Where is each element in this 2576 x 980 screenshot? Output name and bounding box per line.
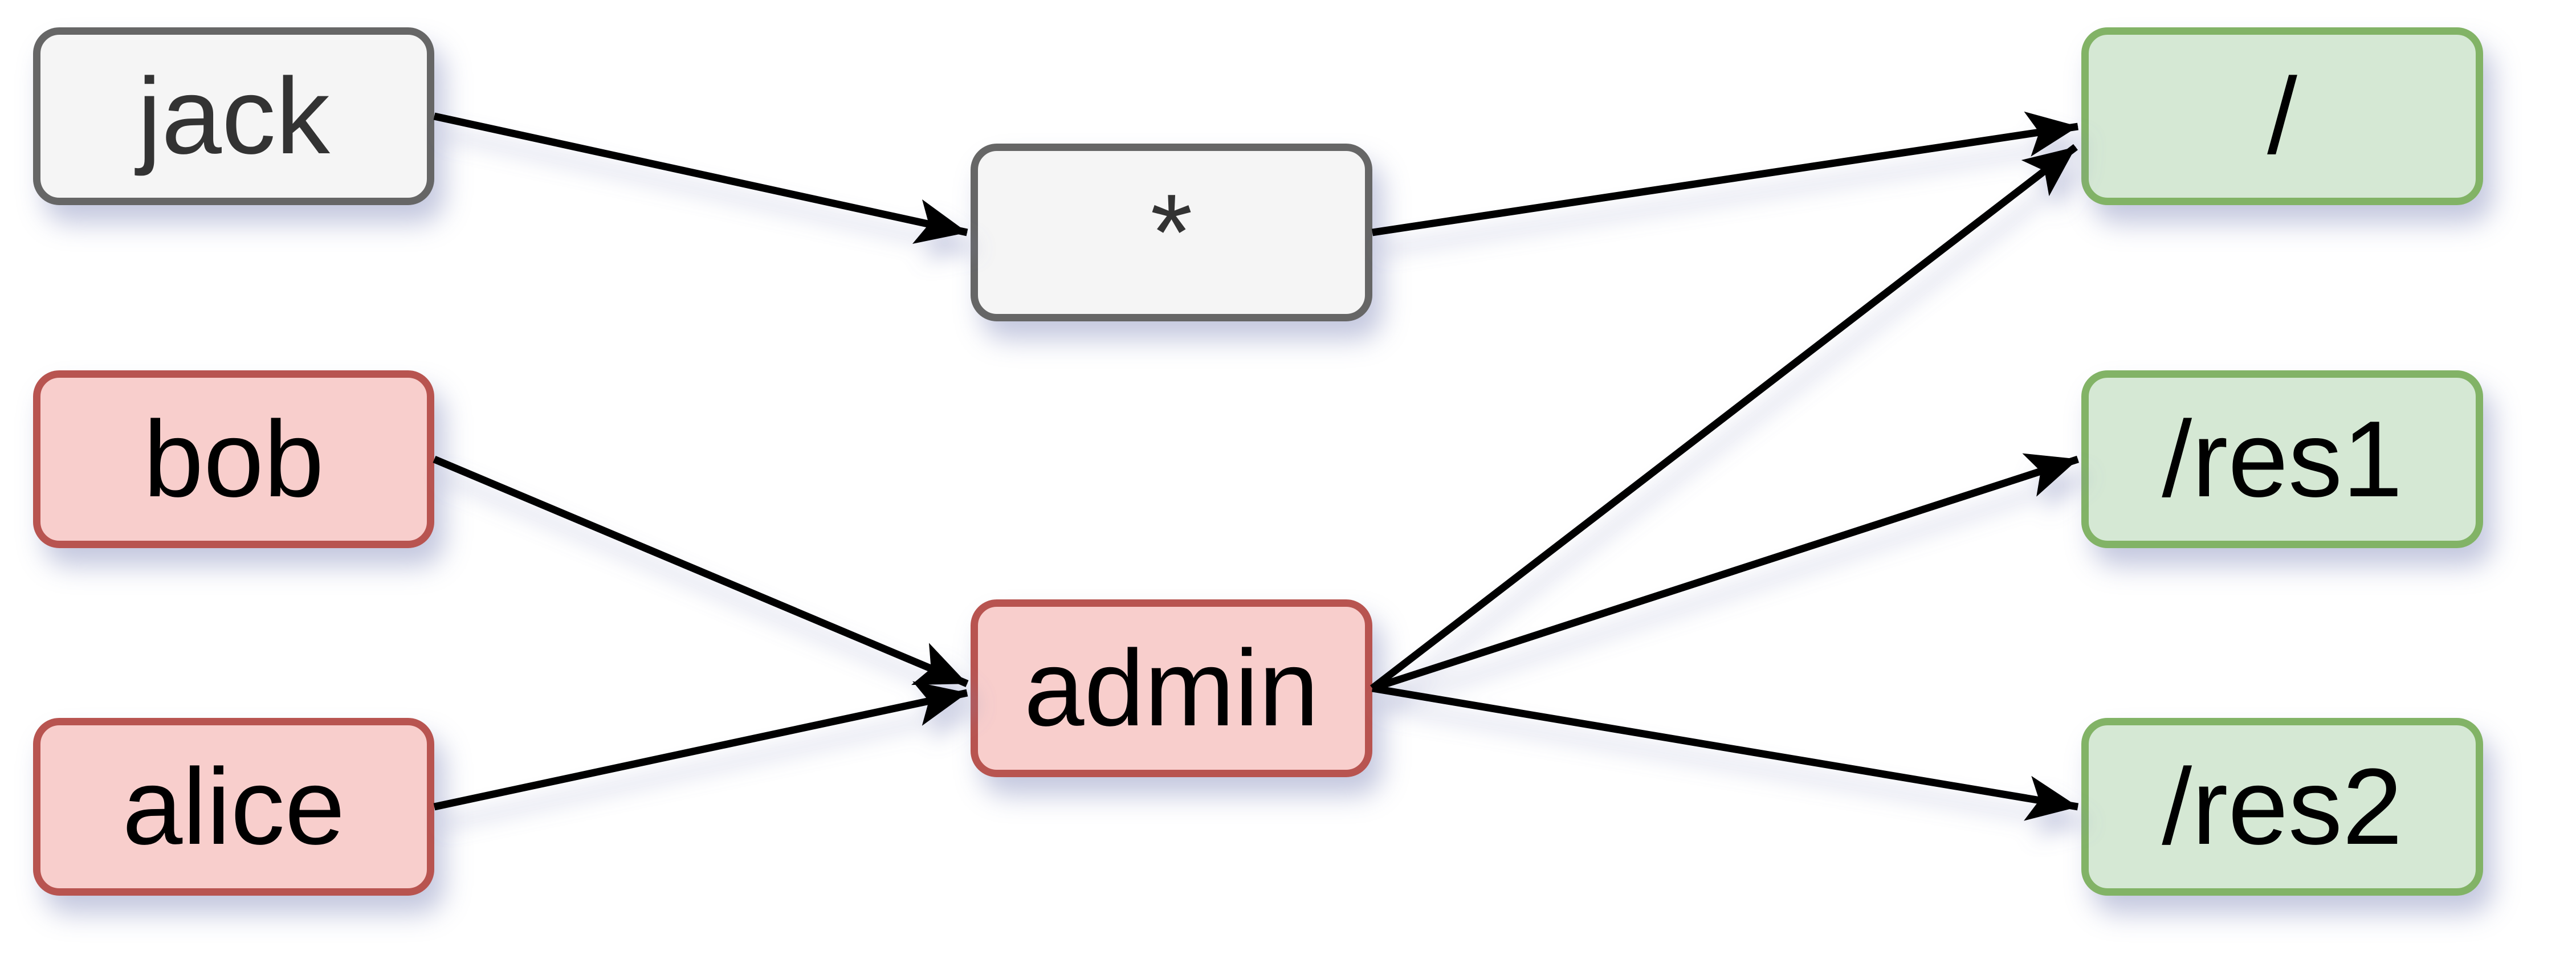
node-res2-label: /res2 (2162, 746, 2403, 867)
node-admin-label: admin (1024, 628, 1319, 749)
node-alice: alice (33, 718, 434, 896)
node-jack-label: jack (137, 56, 330, 177)
node-res1-label: /res1 (2162, 399, 2403, 520)
node-res1: /res1 (2081, 370, 2483, 548)
node-jack: jack (33, 27, 434, 205)
node-star: * (971, 144, 1372, 321)
node-root: / (2081, 27, 2483, 205)
node-admin: admin (971, 599, 1372, 777)
node-root-label: / (2267, 56, 2297, 177)
node-res2: /res2 (2081, 718, 2483, 896)
node-alice-label: alice (122, 746, 345, 867)
node-bob-label: bob (143, 399, 324, 520)
node-star-label: * (1150, 172, 1193, 293)
node-bob: bob (33, 370, 434, 548)
